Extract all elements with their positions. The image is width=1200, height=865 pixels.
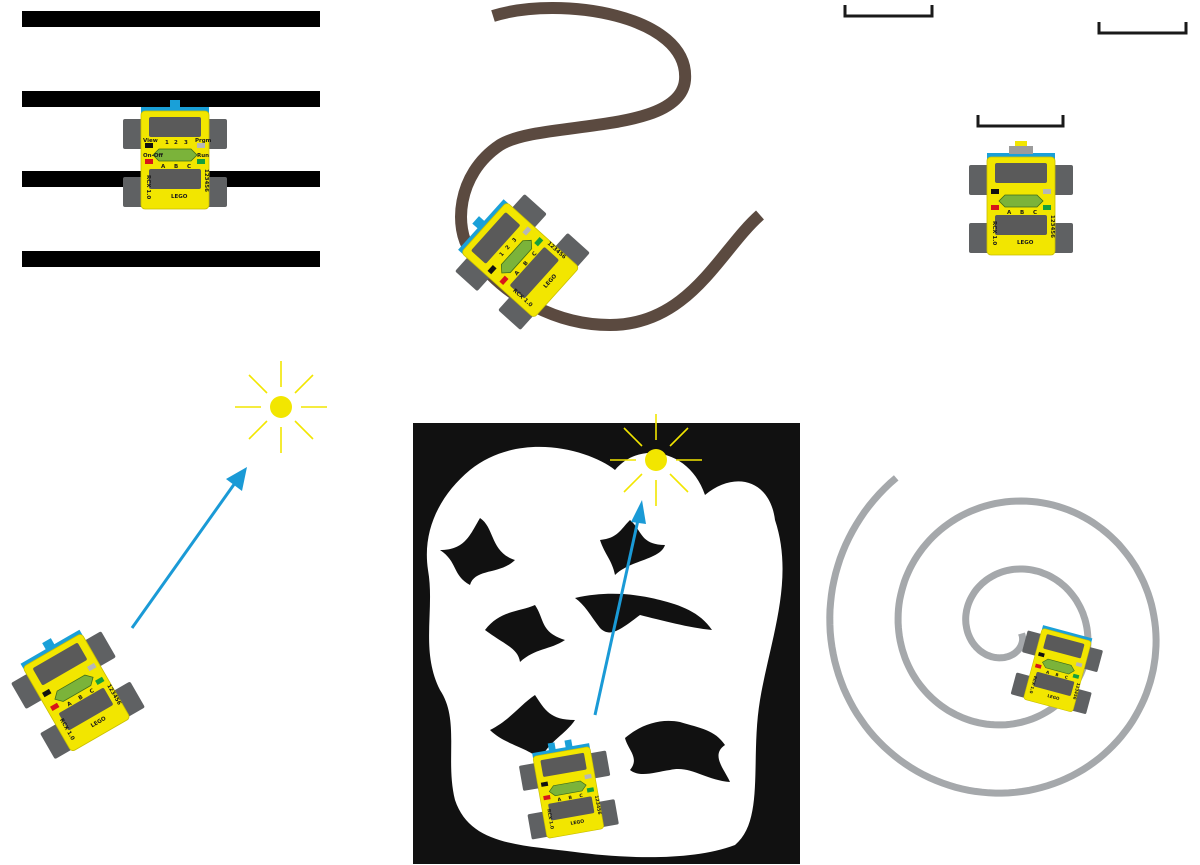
black-line-2 — [22, 91, 320, 107]
rcx-robot: LEGO 1 2 3 A B C RCX 1.0 123456 — [445, 185, 592, 332]
black-line-4 — [22, 251, 320, 267]
panel-line-follower: LEGO 1 2 3 A B C View On-Off Prgm Run RC… — [22, 11, 320, 267]
wall-bracket-icon — [1097, 22, 1188, 35]
robot-port-c: C — [579, 793, 584, 800]
panel-maze-light-seeker: LEGO A B C RCX 1.0 123456 — [413, 414, 800, 864]
robot-port-1: 1 — [499, 251, 506, 258]
spiral-icon — [826, 475, 1160, 797]
robot-port-a: A — [66, 701, 73, 709]
robot-brand-label: LEGO — [1047, 693, 1061, 701]
robot-port-2: 2 — [505, 244, 512, 251]
rcx-robot: LEGO A B C RCX 1.0 123456 — [516, 739, 620, 842]
robot-port-c: C — [187, 164, 191, 170]
black-line-1 — [22, 11, 320, 27]
robot-port-2: 2 — [174, 140, 178, 146]
robot-port-3: 3 — [184, 140, 188, 146]
direction-arrow — [130, 467, 247, 629]
rcx-robot: LEGO A B C RCX 1.0 123456 — [1009, 621, 1106, 717]
robot-serial-label: 123456 — [593, 795, 602, 815]
robot-serial-label: 123456 — [203, 169, 209, 192]
sun-icon — [610, 414, 702, 506]
direction-arrow — [593, 500, 646, 716]
panel-bumper-walls: LEGO A B C RCX 1.0 123456 — [843, 5, 1188, 256]
rcx-robot: LEGO A B C RCX 1.0 123456 — [4, 620, 147, 762]
robot-brand-label: LEGO — [570, 819, 585, 827]
robot-port-3: 3 — [511, 237, 518, 244]
panel-path-follower: LEGO 1 2 3 A B C RCX 1.0 123456 — [445, 2, 765, 332]
robot-model-label: RCX 1.0 — [145, 175, 151, 199]
obstacle-blob — [625, 720, 730, 782]
robot-port-a: A — [161, 164, 166, 170]
robot-port-a: A — [514, 269, 522, 277]
robot-model-label: RCX 1.0 — [545, 809, 555, 831]
robot-serial-label: 123456 — [1072, 682, 1081, 700]
robot-port-c: C — [1064, 674, 1068, 680]
robot-model-label: RCX 1.0 — [1029, 675, 1039, 694]
robot-port-c: C — [1033, 210, 1037, 216]
robot-brand-label: LEGO — [1017, 240, 1034, 246]
robot-port-b: B — [523, 260, 530, 267]
rcx-robot: LEGO 1 2 3 A B C View On-Off Prgm Run RC… — [122, 100, 228, 210]
sun-icon — [235, 361, 327, 453]
robot-port-c: C — [531, 251, 538, 258]
brown-path — [455, 2, 765, 332]
robot-run-label: Run — [197, 153, 209, 159]
robot-serial-label: 123456 — [1049, 215, 1055, 238]
robot-port-b: B — [568, 795, 573, 802]
panel-light-seeker: LEGO A B C RCX 1.0 123456 — [4, 361, 327, 762]
robot-onoff-label: On-Off — [143, 153, 164, 159]
panel-spiral-follower: LEGO A B C RCX 1.0 123456 — [826, 475, 1160, 797]
wall-bracket-icon — [843, 5, 934, 18]
obstacle-blob — [485, 605, 565, 662]
robot-port-b: B — [1055, 672, 1059, 678]
rcx-robot: LEGO A B C RCX 1.0 123456 — [968, 141, 1074, 256]
robot-brand-label: LEGO — [171, 194, 188, 200]
robot-model-label: RCX 1.0 — [991, 221, 997, 245]
robot-port-b: B — [174, 164, 178, 170]
obstacle-blob — [575, 593, 712, 633]
wall-bracket-icon — [976, 115, 1065, 128]
obstacle-blob — [490, 695, 575, 760]
obstacle-blob — [440, 518, 515, 585]
maze-open-area — [426, 446, 783, 858]
robot-port-1: 1 — [165, 140, 169, 146]
robot-port-b: B — [1020, 210, 1024, 216]
robot-view-label: View — [143, 138, 158, 144]
robot-port-b: B — [78, 694, 85, 701]
robot-port-a: A — [1045, 669, 1050, 675]
robot-prgm-label: Prgm — [195, 138, 212, 144]
robot-port-c: C — [89, 688, 96, 695]
robot-port-a: A — [557, 797, 562, 804]
robot-port-a: A — [1007, 210, 1012, 216]
